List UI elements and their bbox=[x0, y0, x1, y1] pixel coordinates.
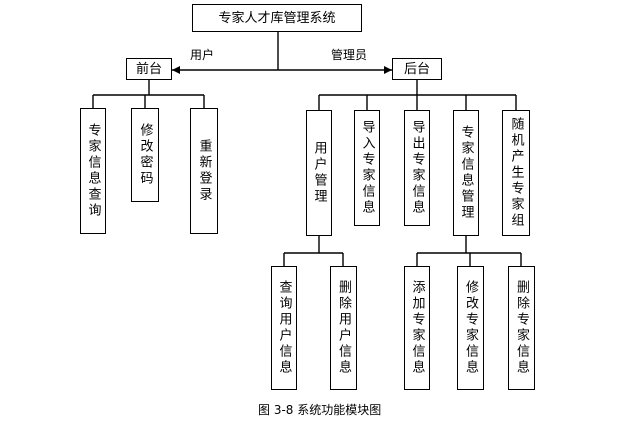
usermgmt-child-label: 查询用户信息 bbox=[276, 280, 292, 376]
backend-child-label: 导入专家信息 bbox=[359, 120, 375, 216]
frontend-child-label: 重新登录 bbox=[196, 139, 212, 203]
root-node: 专家人才库管理系统 bbox=[192, 4, 362, 32]
usermgmt-child-delete-user: 删除用户信息 bbox=[330, 266, 357, 390]
expertmgmt-child-add-expert: 添加专家信息 bbox=[404, 266, 430, 390]
arrow-to-frontend bbox=[172, 66, 180, 74]
usermgmt-child-label: 删除用户信息 bbox=[336, 280, 351, 376]
frontend-child-expert-query: 专家信息查询 bbox=[80, 108, 106, 234]
backend-child-label: 专家信息管理 bbox=[458, 125, 474, 221]
figure-caption: 图 3-8 系统功能模块图 bbox=[258, 403, 382, 417]
backend-child-export-expert: 导出专家信息 bbox=[404, 110, 430, 226]
expertmgmt-child-delete-expert: 删除专家信息 bbox=[508, 266, 535, 390]
frontend-node: 前台 bbox=[126, 58, 172, 80]
arrow-to-backend bbox=[384, 66, 392, 74]
root-label: 专家人才库管理系统 bbox=[218, 10, 336, 26]
backend-child-label: 随机产生专家组 bbox=[508, 117, 524, 229]
backend-node: 后台 bbox=[392, 58, 442, 80]
backend-label: 后台 bbox=[403, 61, 430, 77]
frontend-child-label: 专家信息查询 bbox=[85, 123, 101, 219]
backend-child-import-expert: 导入专家信息 bbox=[354, 110, 380, 226]
edge-label-admin: 管理员 bbox=[331, 48, 368, 62]
frontend-child-relogin: 重新登录 bbox=[190, 108, 218, 234]
backend-child-label: 用户管理 bbox=[311, 141, 327, 205]
frontend-label: 前台 bbox=[135, 61, 162, 77]
edge-label-user: 用户 bbox=[190, 48, 215, 62]
backend-child-expert-mgmt: 专家信息管理 bbox=[453, 110, 479, 236]
backend-child-user-mgmt: 用户管理 bbox=[306, 110, 332, 236]
frontend-child-label: 修改密码 bbox=[137, 123, 153, 187]
expertmgmt-child-label: 删除专家信息 bbox=[514, 280, 529, 376]
backend-child-random-group: 随机产生专家组 bbox=[502, 110, 530, 236]
usermgmt-child-query-user: 查询用户信息 bbox=[271, 266, 297, 390]
expertmgmt-child-label: 修改专家信息 bbox=[463, 280, 478, 376]
expertmgmt-child-label: 添加专家信息 bbox=[409, 280, 425, 376]
expertmgmt-child-modify-expert: 修改专家信息 bbox=[457, 266, 484, 390]
backend-child-label: 导出专家信息 bbox=[409, 120, 425, 216]
frontend-child-change-password: 修改密码 bbox=[131, 108, 159, 202]
